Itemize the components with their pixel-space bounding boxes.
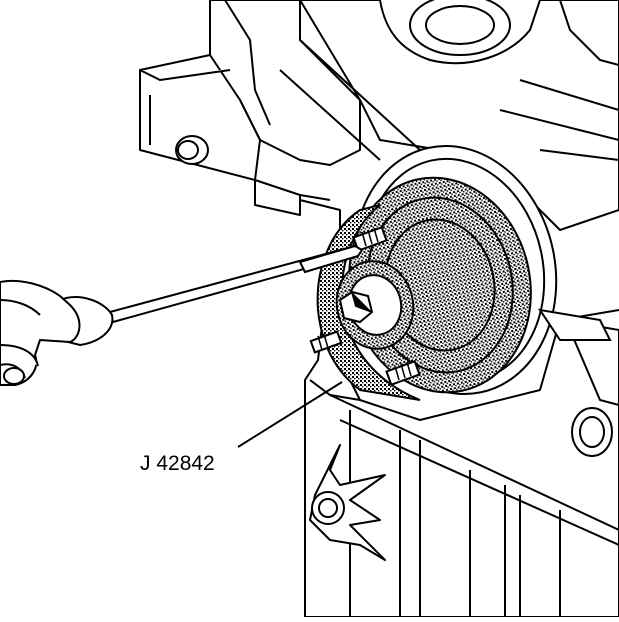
engine-block: [139, 0, 619, 618]
screwdriver-icon: [59, 244, 364, 347]
seal-installer-tool: [309, 176, 532, 401]
lower-bracket: [309, 444, 386, 561]
callout-label: J 42842: [140, 452, 215, 475]
hand-icon: [0, 279, 81, 386]
callout-leader-line: [237, 381, 343, 448]
